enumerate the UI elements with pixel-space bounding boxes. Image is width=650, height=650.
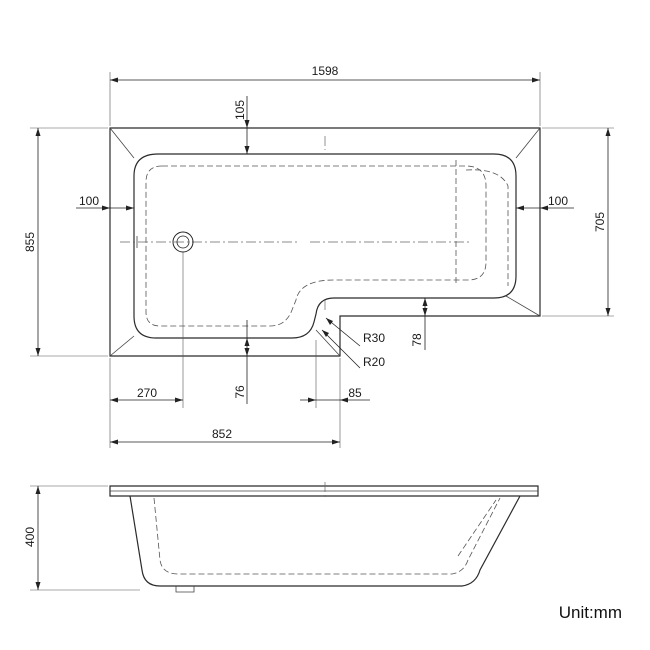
side-rim — [109, 485, 539, 497]
plan-view — [109, 127, 541, 357]
dim-step-depth: 78 — [410, 333, 424, 347]
waste-outlet-inner — [176, 235, 190, 249]
dim-floor-edge: 76 — [233, 385, 247, 399]
plan-bevel-lines — [109, 127, 541, 357]
side-dimensions: 400 — [23, 485, 140, 591]
dim-step-offset: 85 — [348, 386, 362, 400]
dim-rim-top: 105 — [233, 100, 247, 120]
dim-rim-right: 100 — [548, 194, 568, 208]
side-waste-foot — [175, 586, 195, 593]
side-body — [129, 495, 521, 587]
dim-overall-length: 1598 — [312, 64, 339, 78]
dim-radius-outer: R30 — [363, 331, 385, 345]
plan-inner-basin — [133, 153, 517, 339]
plan-hidden-backrest — [455, 160, 509, 286]
dim-height: 400 — [23, 527, 37, 547]
side-hidden-profile — [153, 497, 501, 575]
dim-rim-left: 100 — [79, 194, 99, 208]
dim-waste-offset: 270 — [137, 386, 157, 400]
dim-overall-width: 855 — [23, 232, 37, 252]
unit-label: Unit:mm — [558, 603, 622, 622]
plan-hidden-floor — [145, 165, 487, 327]
dim-wide-section: 852 — [212, 427, 232, 441]
side-view — [109, 482, 539, 593]
plan-dimensions: 1598 105 100 100 855 705 78 — [23, 64, 614, 448]
dim-narrow-width: 705 — [593, 212, 607, 232]
dim-radius-inner: R20 — [363, 355, 385, 369]
